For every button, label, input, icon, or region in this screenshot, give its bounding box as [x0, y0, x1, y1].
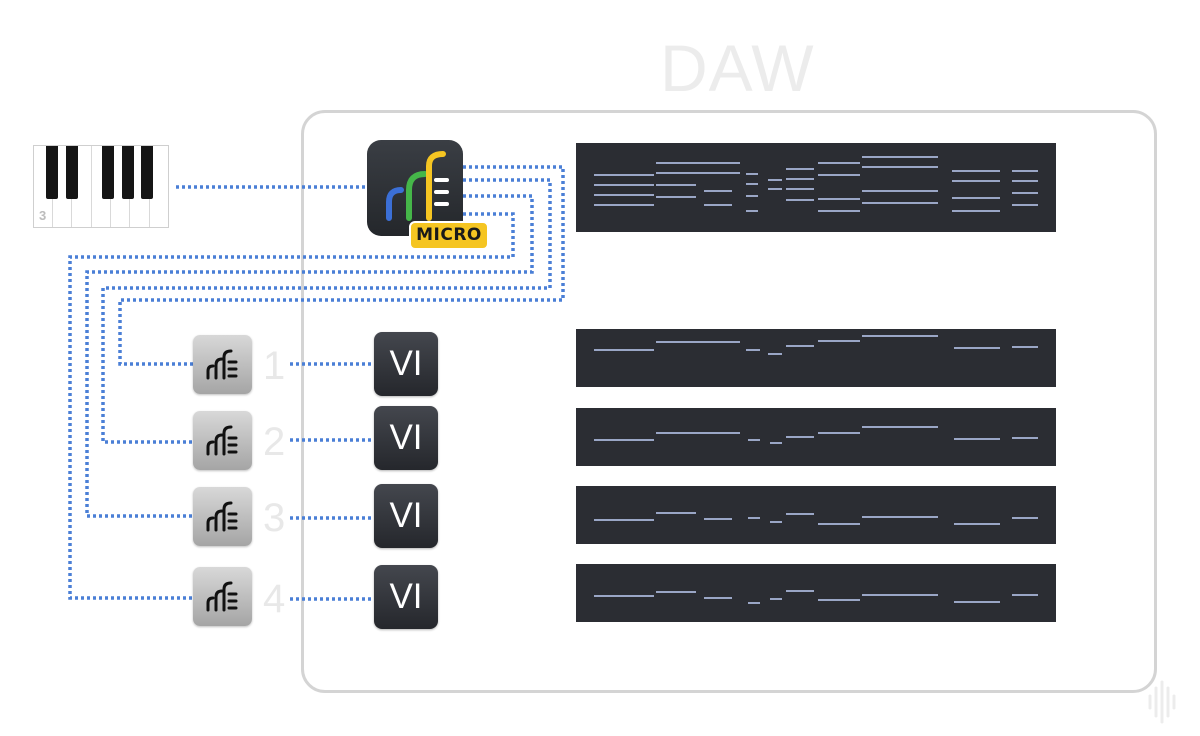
instance-number: 4 — [263, 577, 286, 621]
track-micro-notes — [594, 156, 1038, 212]
track-3[interactable] — [576, 486, 1056, 544]
micro-logo-icon — [386, 151, 449, 221]
virtual-instrument-icon[interactable]: VI — [374, 406, 438, 470]
track-1[interactable] — [576, 329, 1056, 387]
plugin-instance-icon[interactable] — [193, 411, 252, 470]
track-3-notes — [594, 512, 1038, 525]
instance-logo-icon — [206, 501, 238, 532]
wire-micro-to-instance-4 — [68, 212, 515, 600]
plugin-instance-icon[interactable] — [193, 567, 252, 626]
instance-logo-icon — [206, 349, 238, 380]
micro-badge: MICRO — [409, 221, 489, 250]
instance-number: 3 — [263, 496, 286, 540]
wire-micro-to-instance-3 — [85, 194, 534, 518]
track-1-notes — [594, 335, 1038, 355]
daw-frame — [301, 110, 1157, 693]
instance-number: 1 — [263, 344, 286, 388]
wire-micro-to-instance-2 — [101, 178, 552, 444]
virtual-instrument-icon[interactable]: VI — [374, 332, 438, 396]
piano-keyboard-icon: 3 — [33, 145, 169, 228]
wire-micro-to-instance-1 — [118, 165, 565, 366]
plugin-instance-icon[interactable] — [193, 487, 252, 546]
brand-watermark-icon — [1148, 680, 1176, 724]
micro-plugin-icon[interactable] — [367, 140, 463, 236]
virtual-instrument-icon[interactable]: VI — [374, 565, 438, 629]
track-2[interactable] — [576, 408, 1056, 466]
instance-logo-icon — [206, 581, 238, 612]
octave-label: 3 — [39, 208, 47, 223]
daw-title: DAW — [660, 31, 815, 105]
plugin-instance-icon[interactable] — [193, 335, 252, 394]
track-4-notes — [594, 590, 1038, 604]
instance-logo-icon — [206, 425, 238, 456]
track-micro[interactable] — [576, 143, 1056, 232]
instance-number: 2 — [263, 420, 286, 464]
track-2-notes — [594, 426, 1038, 444]
track-4[interactable] — [576, 564, 1056, 622]
virtual-instrument-icon[interactable]: VI — [374, 484, 438, 548]
